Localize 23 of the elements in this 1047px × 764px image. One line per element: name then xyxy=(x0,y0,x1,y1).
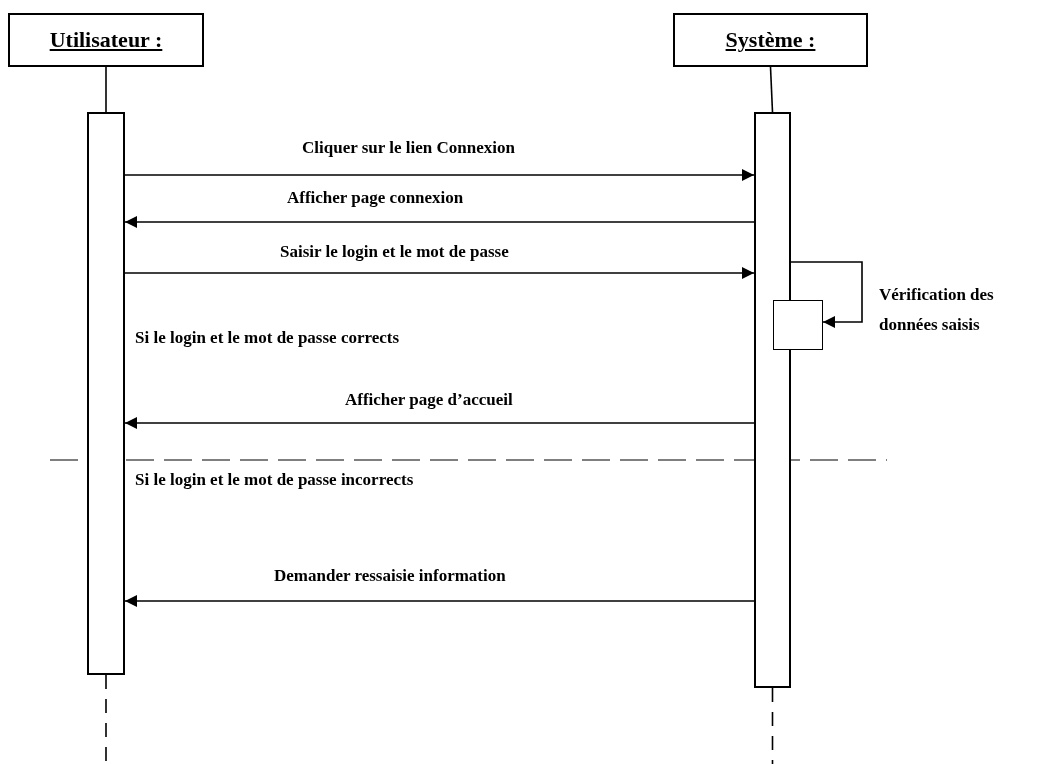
message-arrow xyxy=(124,595,755,607)
activation-box xyxy=(773,300,823,350)
message-arrow xyxy=(790,261,863,328)
actor-name: Utilisateur : xyxy=(49,27,163,53)
edge-label: Afficher page d’accueil xyxy=(343,390,515,410)
activation-bar xyxy=(754,112,791,688)
activation-bar xyxy=(87,112,125,675)
lifeline-head-box xyxy=(8,13,204,67)
lifeline-head-box xyxy=(673,13,868,67)
edge-label: Cliquer sur le lien Connexion xyxy=(300,138,517,158)
lifeline xyxy=(769,66,774,113)
lifeline xyxy=(105,66,107,113)
lifeline xyxy=(771,687,774,764)
message-arrow xyxy=(124,267,755,279)
message-arrow xyxy=(124,417,755,429)
edge-label: Saisir le login et le mot de passe xyxy=(278,242,511,262)
condition-text: Si le login et le mot de passe incorrects xyxy=(133,470,416,490)
condition-text: Si le login et le mot de passe corrects xyxy=(133,328,402,348)
edge-label: Afficher page connexion xyxy=(285,188,466,208)
message-arrow xyxy=(124,169,755,181)
lifeline xyxy=(105,674,107,764)
message-arrow xyxy=(124,216,755,228)
actor-name: Système : xyxy=(725,27,816,53)
